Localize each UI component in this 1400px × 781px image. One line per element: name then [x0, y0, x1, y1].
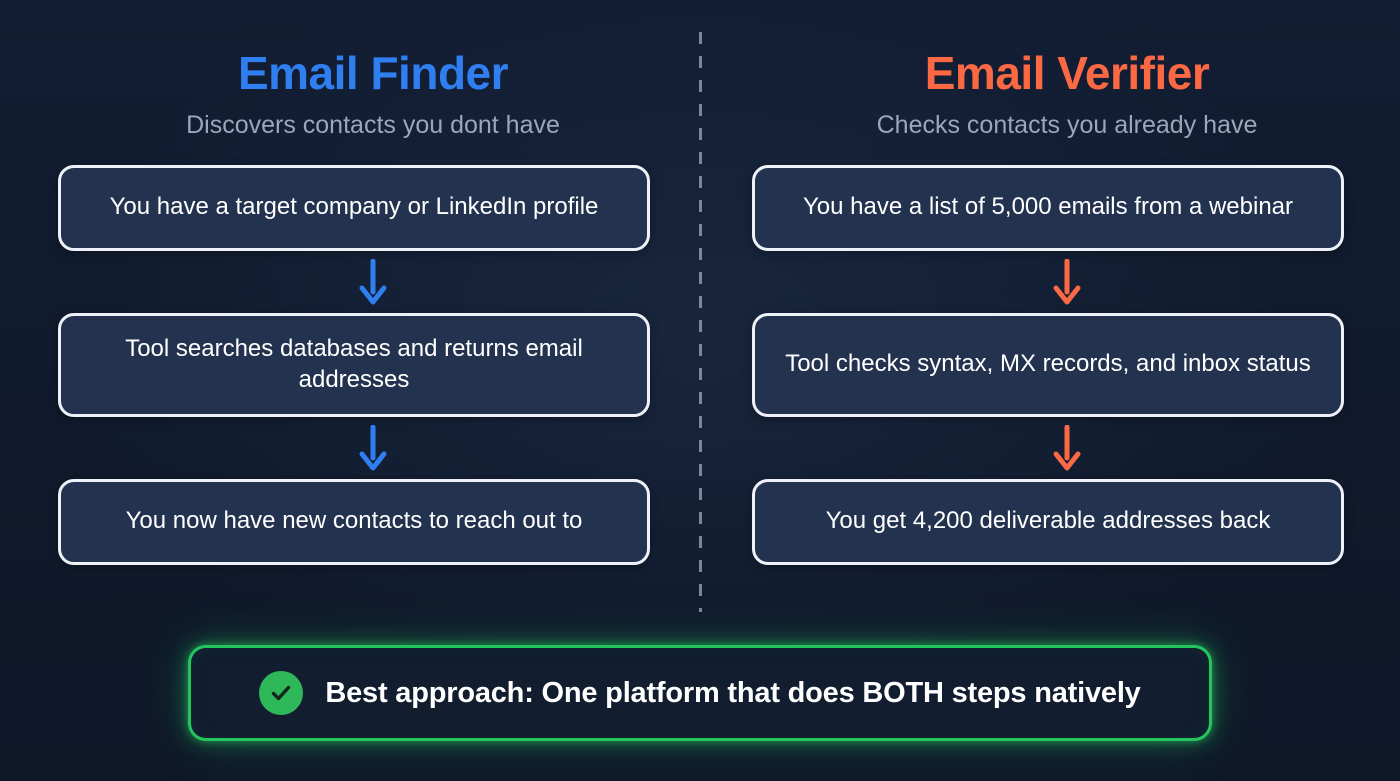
step-box-verifier-2: Tool checks syntax, MX records, and inbo… [752, 312, 1344, 417]
step-box-verifier-3: You get 4,200 deliverable addresses back [752, 478, 1344, 565]
arrow-down-finder-2 [58, 417, 688, 479]
step-box-finder-3: You now have new contacts to reach out t… [58, 478, 650, 565]
column-email-verifier: Email Verifier Checks contacts you alrea… [742, 0, 1392, 565]
column-email-finder: Email Finder Discovers contacts you dont… [48, 0, 698, 565]
best-approach-banner: Best approach: One platform that does BO… [188, 645, 1212, 741]
column-divider [699, 32, 702, 612]
arrow-down-finder-1 [58, 251, 688, 313]
page-title-email-finder: Email Finder [237, 47, 509, 99]
step-box-finder-2: Tool searches databases and returns emai… [58, 312, 650, 417]
column-header-finder: Email Finder Discovers contacts you dont… [48, 0, 698, 141]
column-header-verifier: Email Verifier Checks contacts you alrea… [742, 0, 1392, 141]
check-circle-icon [259, 671, 304, 715]
steps-list-verifier: You have a list of 5,000 emails from a w… [742, 164, 1392, 565]
arrow-down-verifier-1 [752, 251, 1382, 313]
step-box-verifier-1: You have a list of 5,000 emails from a w… [752, 164, 1344, 251]
steps-list-finder: You have a target company or LinkedIn pr… [48, 164, 698, 565]
page-title-email-verifier: Email Verifier [924, 47, 1210, 99]
subtitle-email-verifier: Checks contacts you already have [876, 110, 1258, 139]
step-box-finder-1: You have a target company or LinkedIn pr… [58, 164, 650, 251]
best-approach-text: Best approach: One platform that does BO… [325, 676, 1141, 709]
subtitle-email-finder: Discovers contacts you dont have [186, 110, 560, 139]
arrow-down-verifier-2 [752, 417, 1382, 479]
